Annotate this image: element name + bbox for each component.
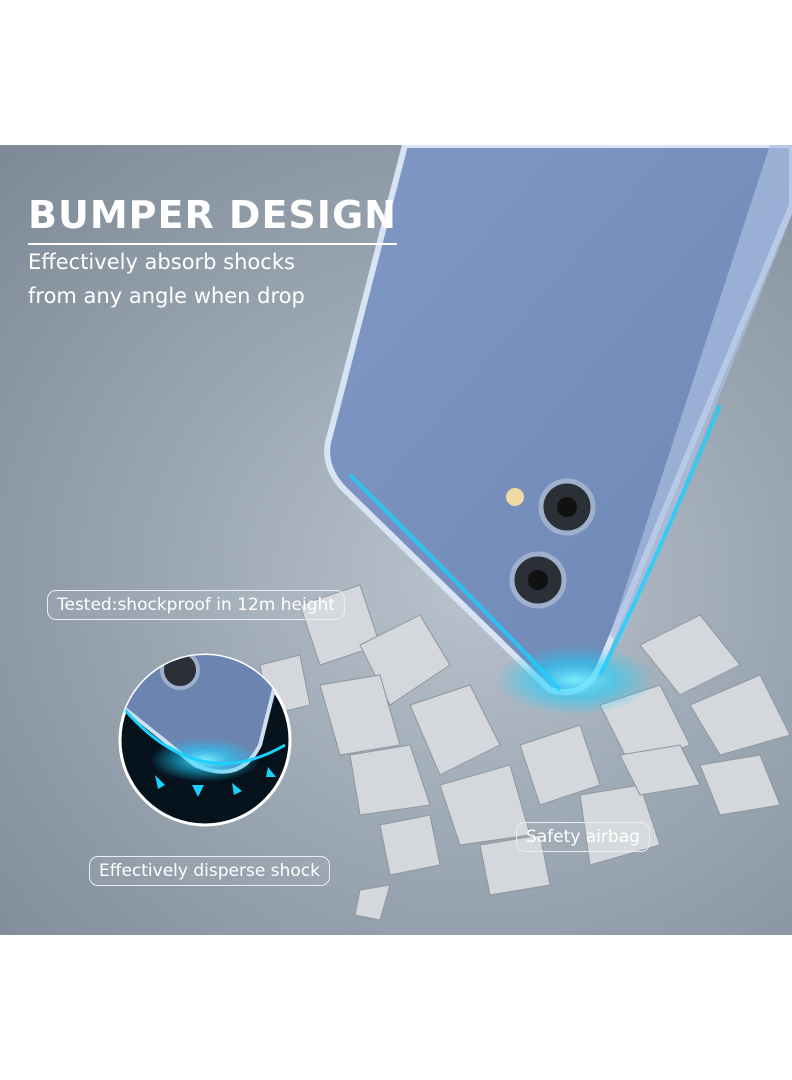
callout-airbag: Safety airbag bbox=[516, 822, 650, 852]
callout-disperse: Effectively disperse shock bbox=[89, 856, 330, 886]
subheadline: Effectively absorb shocks from any angle… bbox=[28, 250, 305, 308]
camera-module bbox=[506, 478, 596, 609]
product-banner: BUMPER DESIGN Effectively absorb shocks … bbox=[0, 145, 792, 935]
broken-floor-shards bbox=[259, 584, 791, 921]
callout-tested: Tested:shockproof in 12m height bbox=[47, 590, 345, 620]
zoom-inset bbox=[118, 653, 292, 827]
arrow-icons bbox=[155, 767, 276, 797]
headline: BUMPER DESIGN bbox=[28, 193, 397, 245]
impact-glow bbox=[495, 645, 655, 715]
illustration bbox=[118, 145, 792, 921]
